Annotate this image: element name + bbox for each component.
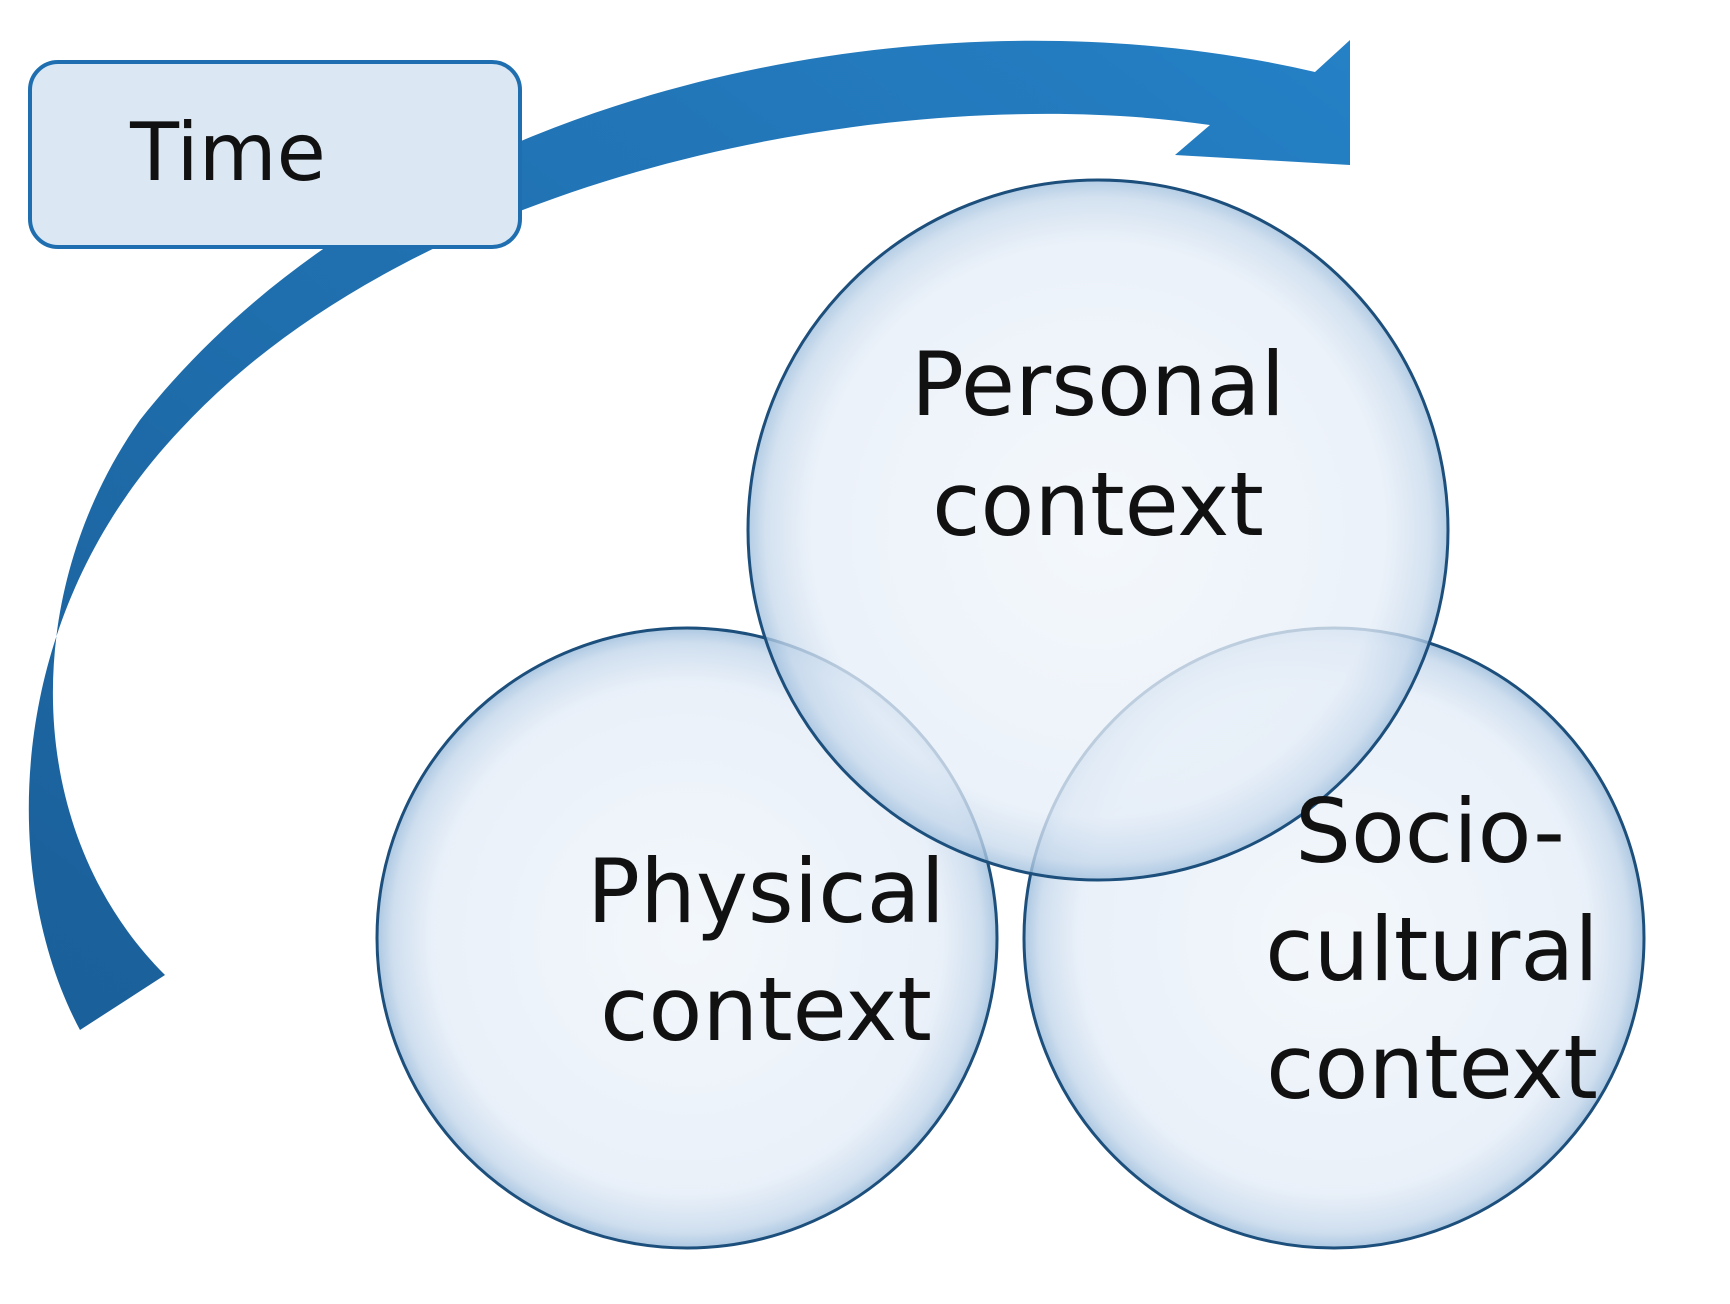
physical-line-2: context	[600, 958, 932, 1061]
venn-circles	[375, 178, 1646, 1250]
physical-line-1: Physical	[587, 840, 945, 943]
time-box: Time	[28, 60, 522, 249]
personal-context-circle	[746, 178, 1450, 882]
time-arrow	[28, 40, 1350, 1030]
curved-arrow-icon	[28, 40, 1350, 1030]
personal-line-2: context	[932, 453, 1264, 556]
sociocultural-line-1: Socio-	[1295, 780, 1565, 883]
physical-context-circle	[375, 626, 999, 1250]
personal-line-1: Personal	[911, 333, 1285, 436]
physical-context-label: Physical context	[587, 840, 945, 1061]
personal-context-label: Personal context	[911, 333, 1285, 556]
time-box-frame	[28, 60, 522, 249]
sociocultural-context-label: Socio- cultural context	[1265, 780, 1598, 1119]
sociocultural-line-3: context	[1266, 1016, 1598, 1119]
sociocultural-line-2: cultural	[1265, 898, 1598, 1001]
time-label: Time	[129, 106, 326, 199]
